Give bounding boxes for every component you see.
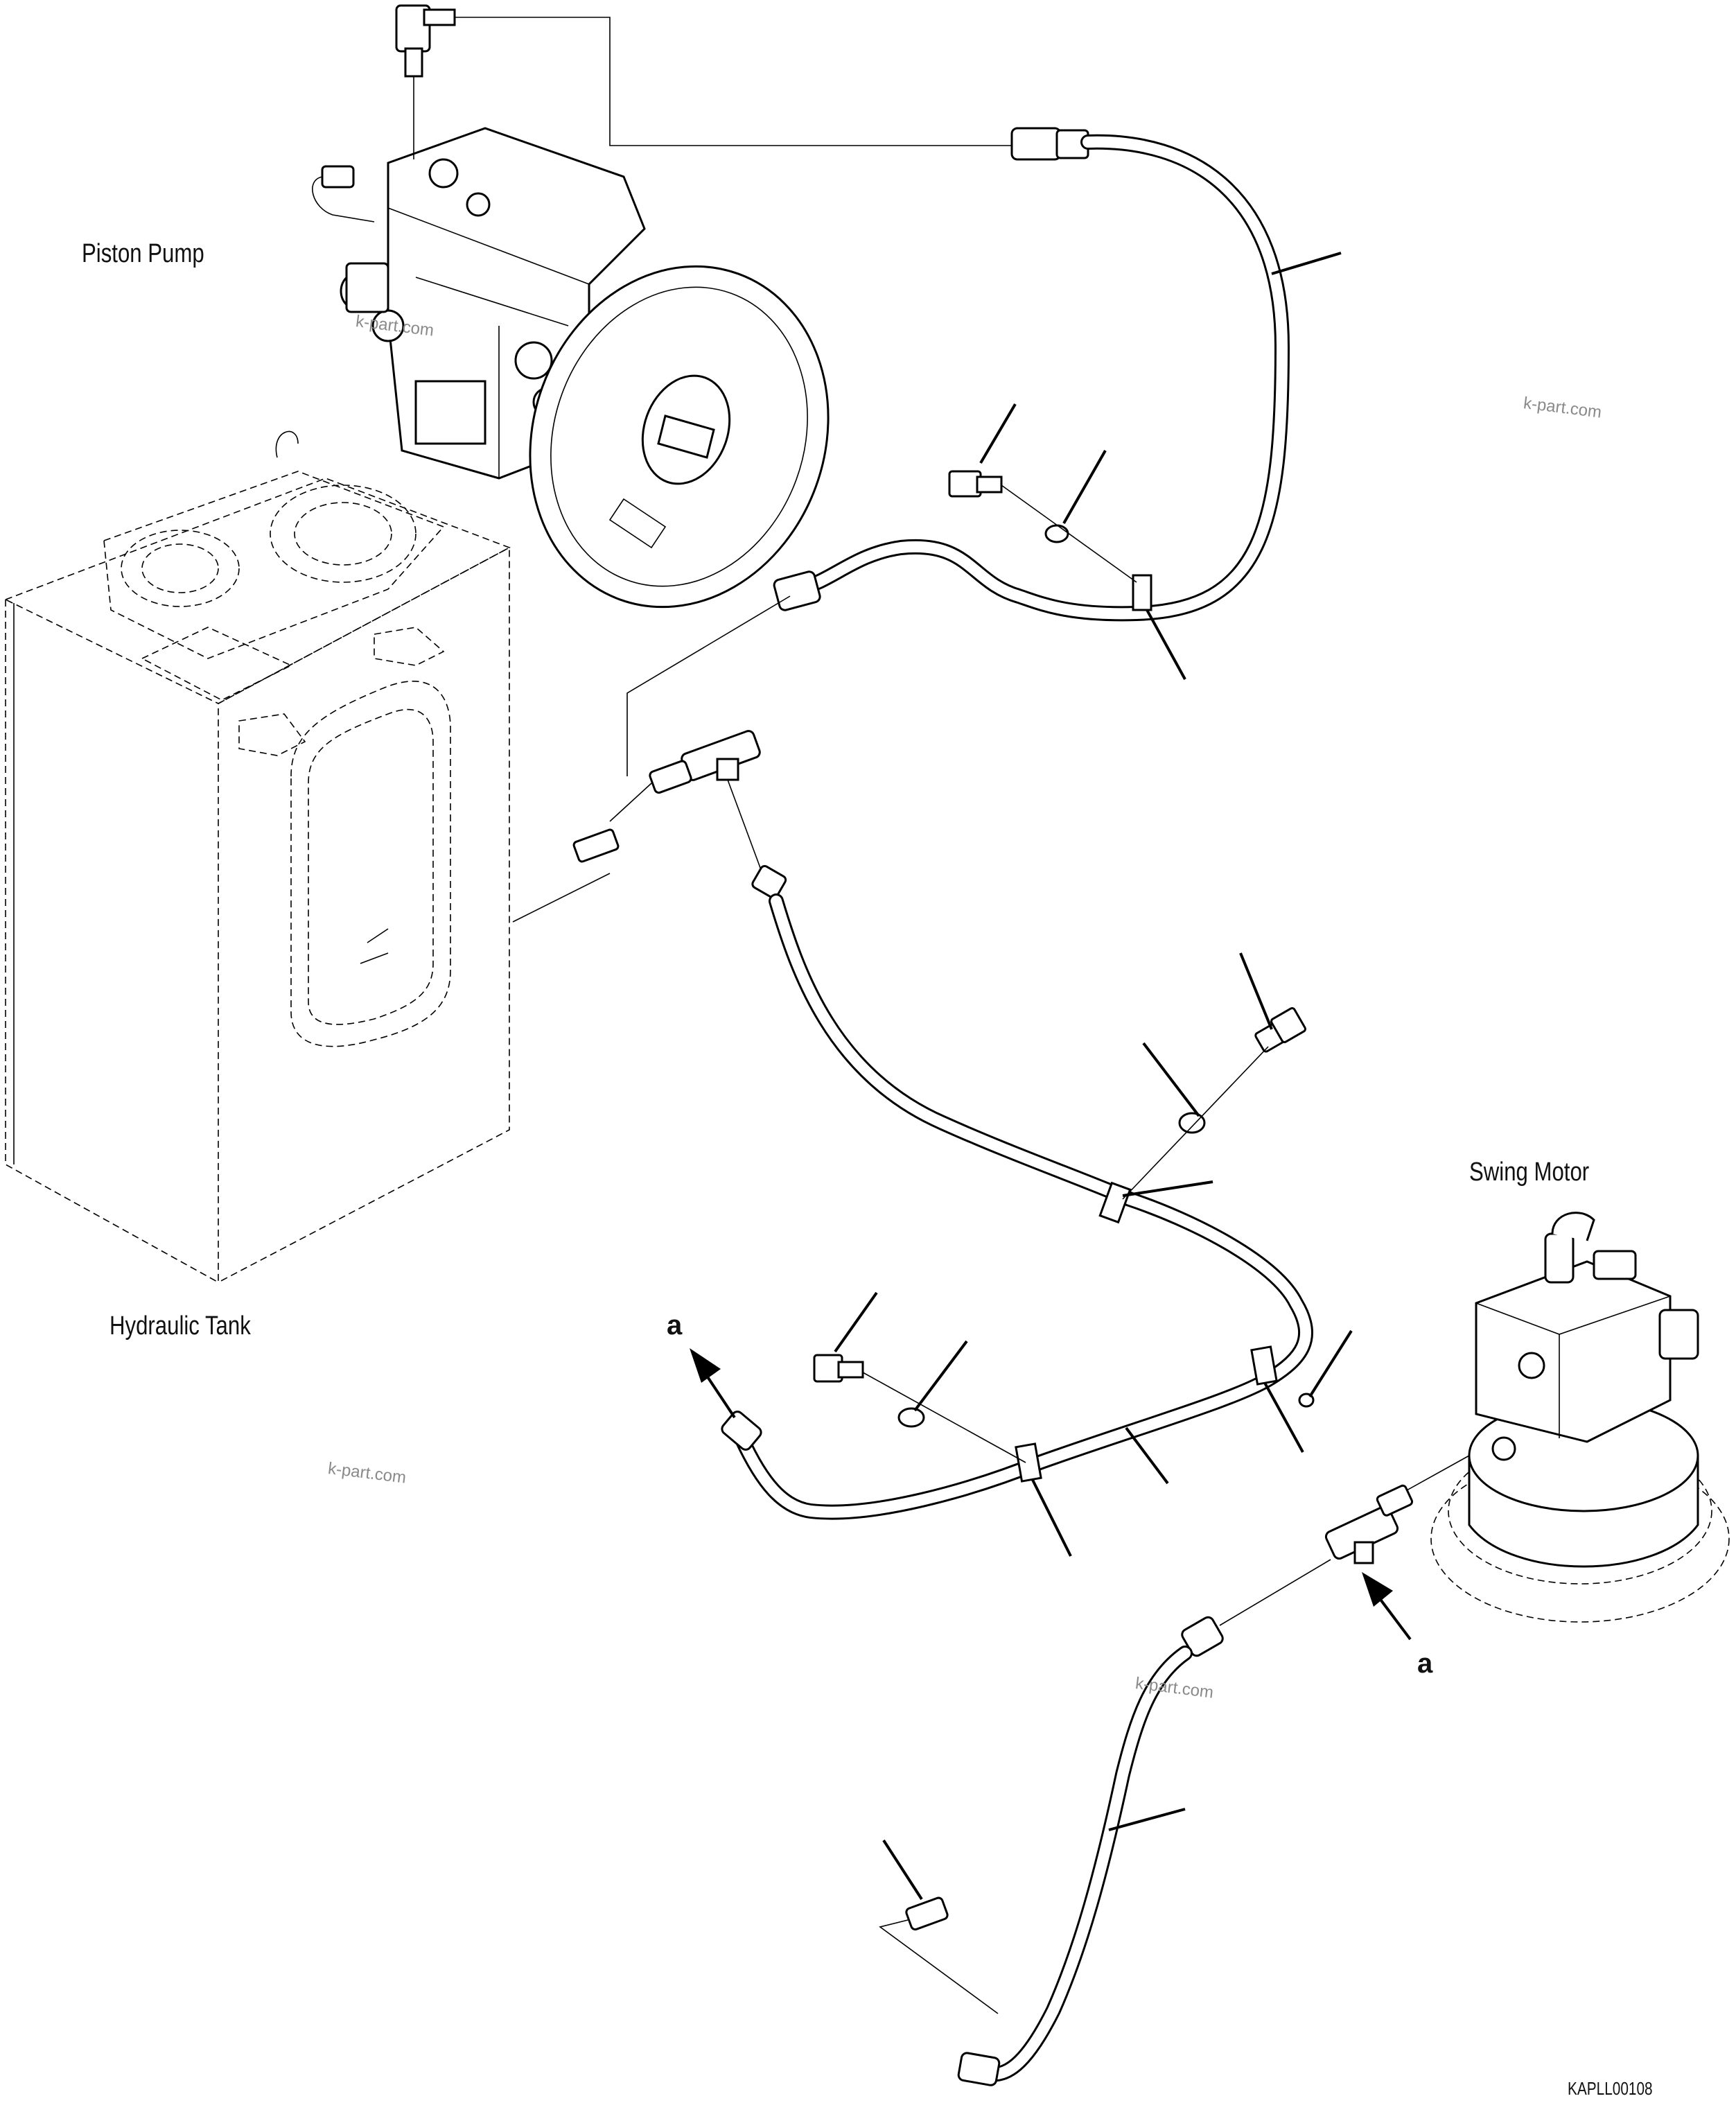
piston-pump-drawing bbox=[312, 4, 830, 609]
connection-a-left-label: a bbox=[667, 1310, 683, 1341]
hose-lines bbox=[455, 17, 1470, 2086]
drawing-code-label: KAPLL00108 bbox=[1568, 2078, 1653, 2099]
hydraulic-tank-drawing bbox=[3, 430, 511, 1284]
piston-pump-label: Piston Pump bbox=[82, 239, 204, 268]
connection-arrows bbox=[690, 1348, 1412, 1641]
swing-motor-label: Swing Motor bbox=[1469, 1158, 1590, 1187]
swing-motor-drawing bbox=[1430, 1212, 1730, 1623]
hydraulic-tank-label: Hydraulic Tank bbox=[109, 1311, 251, 1341]
leader-lines bbox=[834, 252, 1353, 1901]
connection-a-right-label: a bbox=[1417, 1648, 1433, 1679]
